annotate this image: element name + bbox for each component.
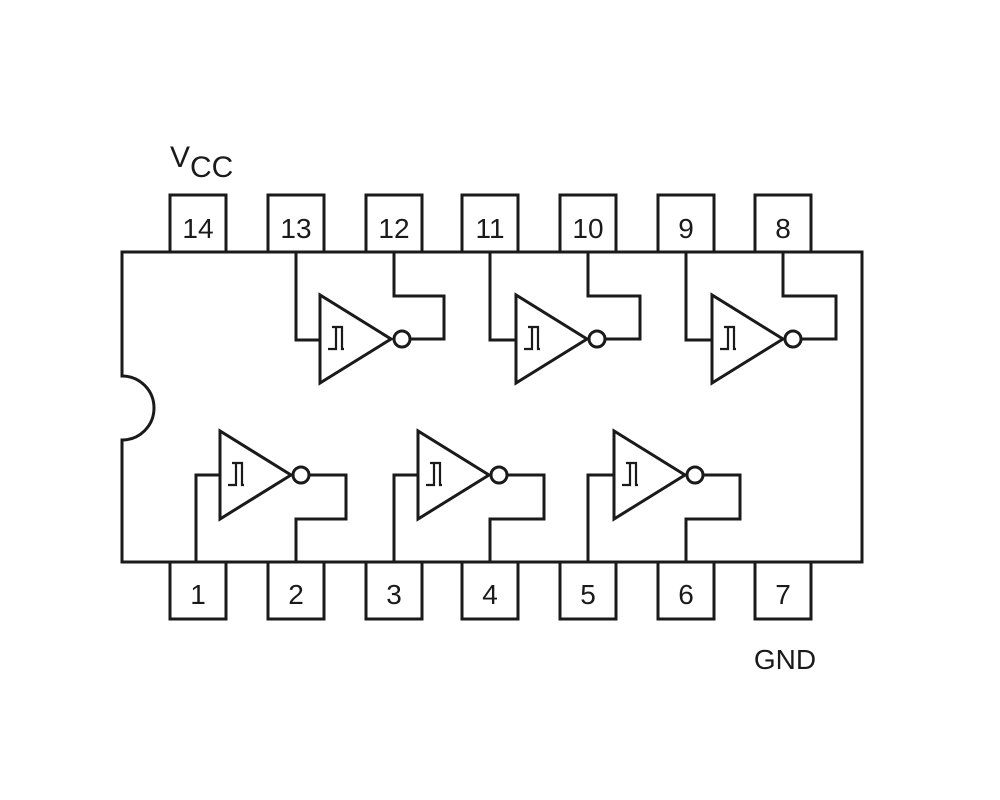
pin-10: 10: [558, 193, 618, 254]
pin-5-label: 5: [580, 579, 596, 610]
pin-6: 6: [656, 560, 716, 621]
chip-body: [120, 250, 864, 564]
pin-8: 8: [753, 193, 813, 254]
pin-4: 4: [460, 560, 520, 621]
inversion-bubble: [392, 329, 412, 349]
pin-12-label: 12: [378, 213, 409, 244]
wire-pin3-input: [392, 473, 418, 562]
wire-pin4-output: [488, 473, 546, 562]
inversion-bubble: [783, 329, 803, 349]
pin-5: 5: [558, 560, 618, 621]
pin-11-label: 11: [475, 213, 504, 244]
pin-9-label: 9: [678, 213, 694, 244]
gnd-label: GND: [754, 644, 816, 675]
wire-pin2-output: [294, 473, 348, 562]
schmitt-inverter-symbol: [514, 292, 590, 386]
wire-pin11-input: [488, 252, 516, 342]
hysteresis-icon: [524, 325, 540, 351]
vcc-label: V CC: [170, 141, 233, 184]
pin-9: 9: [656, 193, 716, 254]
wire-pin5-input: [586, 473, 614, 562]
pin-1: 1: [168, 560, 228, 621]
pin-13-label: 13: [280, 213, 311, 244]
inverter-13-12: [294, 252, 446, 386]
inversion-bubble: [685, 465, 705, 485]
wire-pin10-output: [586, 252, 642, 341]
inversion-bubble: [291, 465, 311, 485]
inverter-3-4: [392, 428, 546, 562]
pin-3: 3: [364, 560, 424, 621]
pin-6-label: 6: [678, 579, 694, 610]
hysteresis-icon: [328, 325, 344, 351]
pin-3-label: 3: [386, 579, 402, 610]
schmitt-inverter-symbol: [710, 292, 786, 386]
pin-14-label: 14: [182, 213, 213, 244]
pin-11: 11: [460, 193, 520, 254]
wire-pin13-input: [294, 252, 320, 342]
pin-1-label: 1: [190, 579, 206, 610]
pin-12: 12: [364, 193, 424, 254]
hysteresis-icon: [622, 461, 638, 487]
pin-2: 2: [266, 560, 326, 621]
vcc-label-main: V: [170, 141, 190, 174]
hysteresis-icon: [426, 461, 442, 487]
schmitt-inverter-symbol: [218, 428, 294, 522]
wire-pin8-output: [781, 252, 838, 341]
pin-7: 7: [753, 560, 813, 621]
hysteresis-icon: [720, 325, 736, 351]
pin-13: 13: [266, 193, 326, 254]
schmitt-inverter-symbol: [612, 428, 688, 522]
inversion-bubble: [587, 329, 607, 349]
pin-8-label: 8: [775, 213, 791, 244]
inverter-11-10: [488, 252, 642, 386]
top-pin-row: 14 13 12 11 10 9 8: [168, 193, 813, 254]
vcc-label-subscript: CC: [190, 151, 233, 184]
pin-2-label: 2: [288, 579, 304, 610]
pin-7-label: 7: [775, 579, 791, 610]
wire-pin9-input: [684, 252, 712, 342]
inverter-1-2: [194, 428, 348, 562]
pin-14: 14: [168, 193, 228, 254]
pin-4-label: 4: [482, 579, 498, 610]
inversion-bubble: [489, 465, 509, 485]
wire-pin12-output: [392, 252, 446, 341]
inverter-5-6: [586, 428, 742, 562]
inverter-9-8: [684, 252, 838, 386]
hysteresis-icon: [228, 461, 244, 487]
bottom-pin-row: 1 2 3 4 5 6 7: [168, 560, 813, 621]
schmitt-inverter-symbol: [318, 292, 394, 386]
wire-pin1-input: [194, 473, 220, 562]
wire-pin6-output: [684, 473, 742, 562]
pin-10-label: 10: [572, 213, 603, 244]
schmitt-inverter-symbol: [416, 428, 492, 522]
